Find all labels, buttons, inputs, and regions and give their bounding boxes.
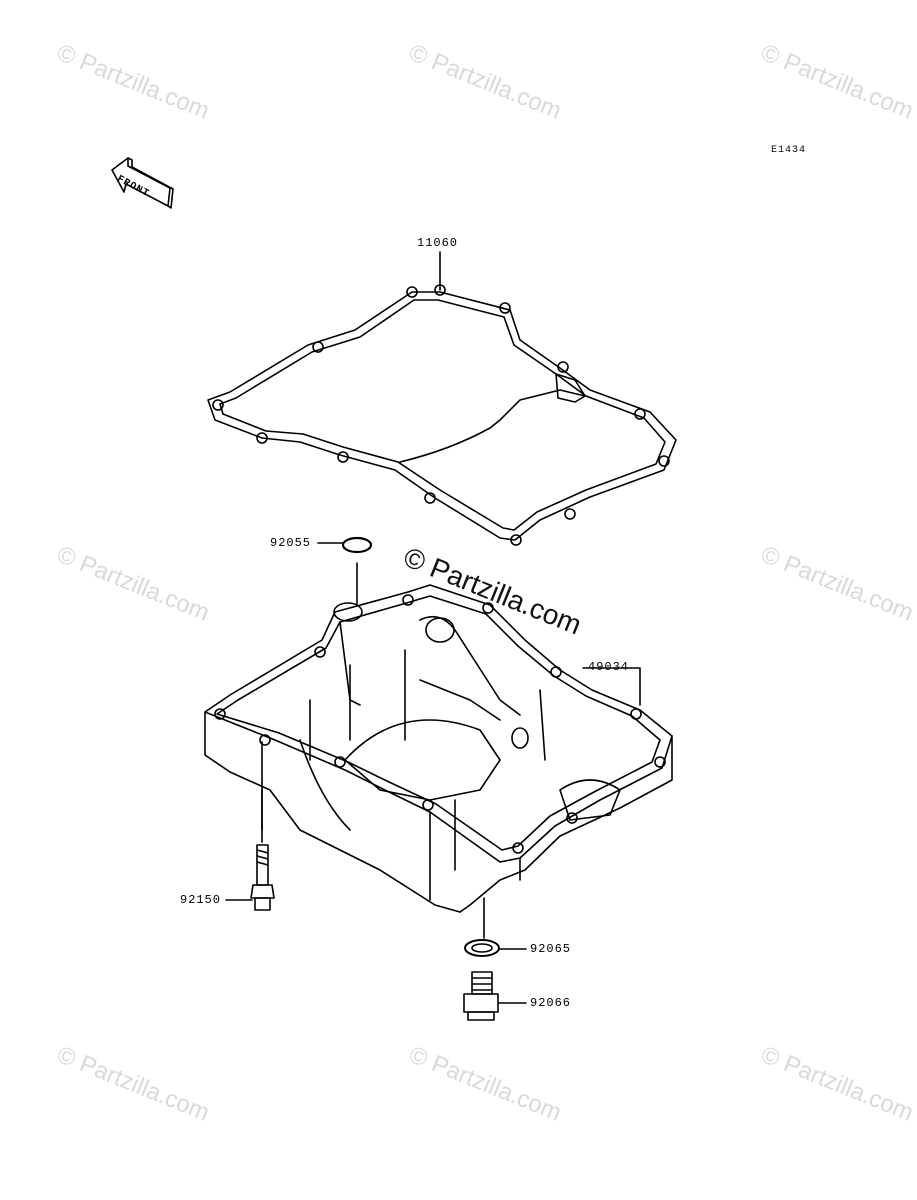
leader-49034 bbox=[582, 667, 641, 706]
gasket-11060 bbox=[207, 284, 677, 546]
part-label-11060[interactable]: 11060 bbox=[417, 236, 459, 250]
oil-pan-49034 bbox=[204, 584, 673, 913]
part-label-92055[interactable]: 92055 bbox=[270, 536, 312, 550]
o-ring-92055 bbox=[341, 536, 373, 554]
part-label-92065[interactable]: 92065 bbox=[530, 942, 572, 956]
bolt-92150 bbox=[250, 789, 275, 911]
washer-92065 bbox=[464, 939, 500, 957]
front-arrow-icon bbox=[111, 157, 174, 209]
part-label-49034[interactable]: 49034 bbox=[588, 660, 630, 674]
diagram-code: E1434 bbox=[771, 145, 807, 156]
part-label-92066[interactable]: 92066 bbox=[530, 996, 572, 1010]
drain-plug-92066 bbox=[463, 971, 499, 1021]
part-label-92150[interactable]: 92150 bbox=[180, 893, 222, 907]
